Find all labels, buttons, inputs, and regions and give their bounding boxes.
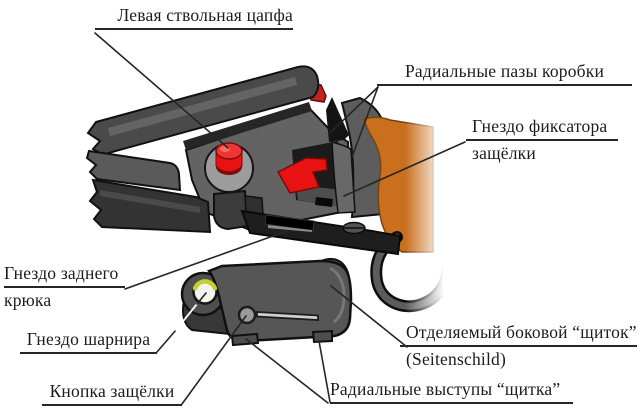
plate-lug-right <box>311 329 333 344</box>
leader-lugs-a <box>245 338 329 404</box>
label-rear-hook-socket: Гнездо заднего крюка <box>4 263 125 311</box>
latch-button-shape <box>237 305 257 325</box>
label-latch-button-text: Кнопка защёлки <box>42 381 182 406</box>
label-rear-hook-line2: крюка <box>4 290 52 310</box>
leader-hinge-dark2 <box>196 292 207 305</box>
label-rear-hook-line1: Гнездо заднего <box>4 263 125 288</box>
hinge-hole-green-crescent <box>192 279 218 291</box>
label-latch-fixator-socket: Гнездо фиксатора защёлки <box>466 116 618 164</box>
latch-fixator-socket-shape <box>315 197 333 207</box>
leader-lugs-b <box>318 340 331 403</box>
leader-lines <box>94 32 466 405</box>
label-latch-fixator-line1: Гнездо фиксатора <box>466 116 618 141</box>
leader-grooves-a <box>330 86 379 133</box>
leader-latch-socket <box>343 141 466 197</box>
lower-barrel-highlight <box>100 190 200 213</box>
label-hinge-socket: Гнездо шарнира <box>20 329 157 354</box>
plate-slot <box>256 311 319 321</box>
label-side-plate-line2: (Seitenschild) <box>406 349 506 369</box>
label-side-plate: Отделяемый боковой “щиток” (Seitenschild… <box>400 322 637 370</box>
lower-barrel-shape <box>88 178 212 234</box>
leader-hinge-white <box>175 303 198 331</box>
label-side-plate-line1: Отделяемый боковой “щиток” <box>400 322 637 347</box>
upper-barrel-highlight <box>108 77 297 136</box>
locking-latch-shape <box>276 157 328 194</box>
label-latch-button: Кнопка защёлки <box>42 381 182 406</box>
trunnion-pin-glint <box>220 146 230 152</box>
right-fade-solid <box>443 58 473 328</box>
receiver-rear-wall <box>331 140 356 214</box>
barrel-rib-shape <box>85 149 182 192</box>
leader-button <box>181 315 247 405</box>
rear-hook-slot <box>264 214 315 232</box>
label-latch-fixator-line2: защёлки <box>472 143 536 163</box>
label-hinge-socket-text: Гнездо шарнира <box>20 329 157 354</box>
plate-lug-left <box>230 332 260 347</box>
leader-grooves-b <box>351 86 379 158</box>
leader-side-plate <box>330 285 408 348</box>
rear-hook-slot-lip <box>268 225 312 232</box>
leader-hinge-dark1 <box>156 329 177 353</box>
side-plate-group <box>180 259 353 347</box>
front-lug-shape <box>213 189 249 231</box>
label-plate-radial-lugs: Радиальные выступы “щитка” <box>330 379 573 404</box>
leader-trunnion <box>94 32 229 149</box>
label-left-barrel-trunnion: Левая ствольная цапфа <box>95 5 293 30</box>
leader-rear-hook <box>124 230 288 290</box>
label-radial-grooves: Радиальные пазы коробки <box>377 61 632 86</box>
trunnion-pin-top <box>215 142 243 160</box>
label-left-barrel-trunnion-text: Левая ствольная цапфа <box>95 5 293 30</box>
label-plate-radial-lugs-text: Радиальные выступы “щитка” <box>330 379 573 404</box>
plate-body-shape <box>206 259 353 343</box>
label-radial-grooves-text: Радиальные пазы коробки <box>377 61 632 86</box>
